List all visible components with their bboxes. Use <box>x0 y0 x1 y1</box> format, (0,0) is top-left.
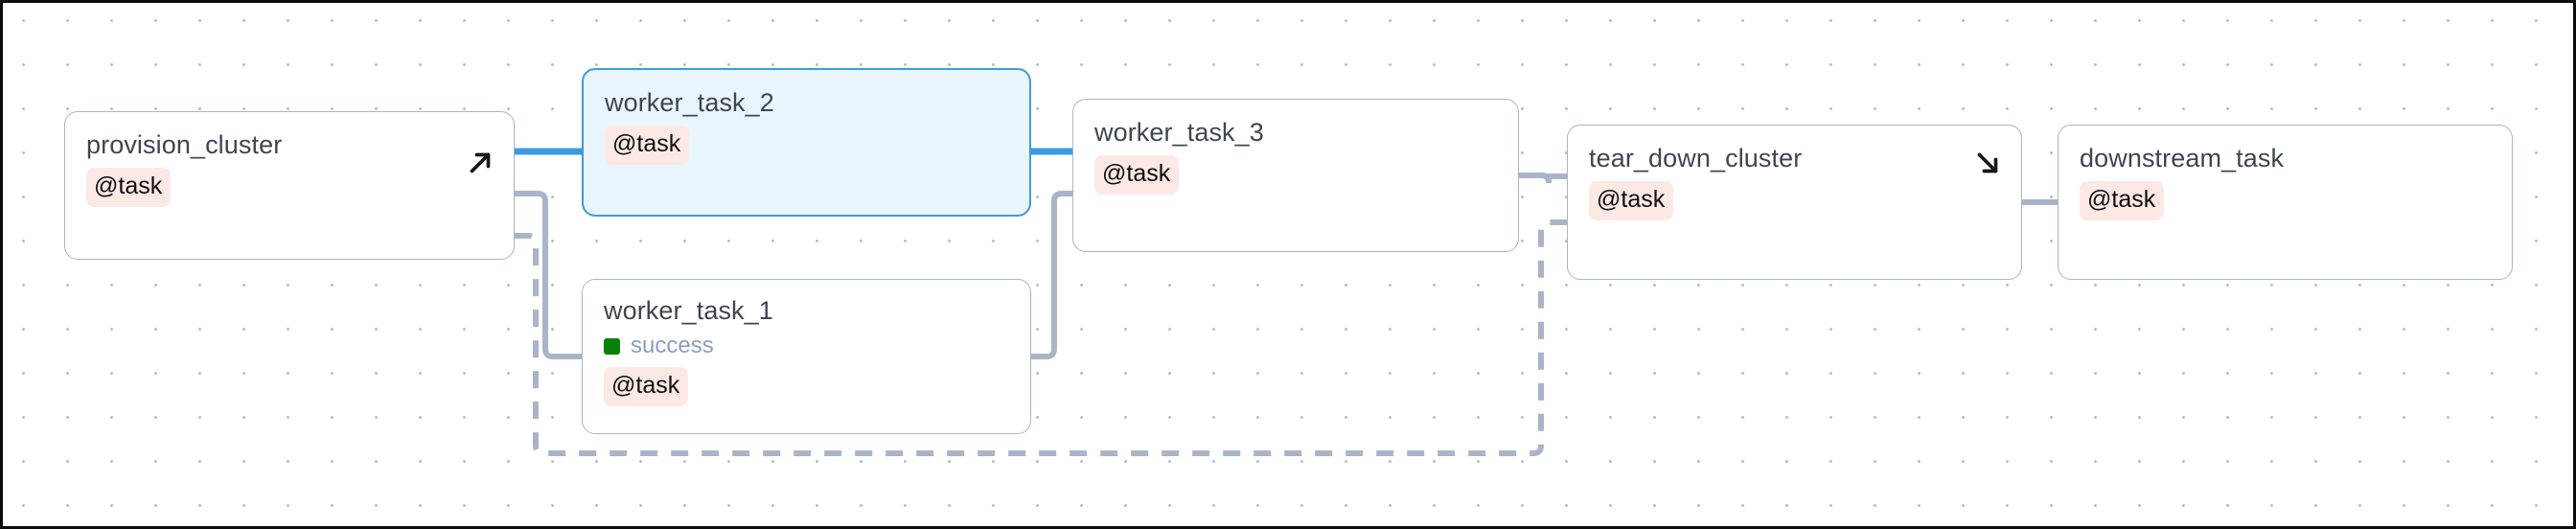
node-worker-task-1[interactable]: worker_task_1 success @task <box>582 279 1031 434</box>
task-decorator-badge: @task <box>86 168 172 208</box>
node-title: worker_task_1 <box>604 296 773 325</box>
task-decorator-badge: @task <box>1589 181 1674 221</box>
node-title: downstream_task <box>2080 144 2285 172</box>
node-worker-task-2[interactable]: worker_task_2 @task <box>582 68 1031 217</box>
node-title: worker_task_2 <box>605 88 774 117</box>
task-decorator-badge: @task <box>604 367 689 407</box>
node-title: provision_cluster <box>86 130 283 159</box>
node-title: worker_task_3 <box>1094 118 1264 147</box>
node-tear-down-cluster[interactable]: tear_down_cluster @task <box>1567 125 2022 280</box>
status-label: success <box>631 333 714 359</box>
arrow-down-right-icon[interactable] <box>1971 147 2004 179</box>
node-worker-task-3[interactable]: worker_task_3 @task <box>1072 99 1519 252</box>
arrow-up-right-icon[interactable] <box>464 147 496 179</box>
status-success-swatch-icon <box>604 337 620 355</box>
node-title: tear_down_cluster <box>1589 144 1803 172</box>
node-provision-cluster[interactable]: provision_cluster @task <box>64 111 515 260</box>
task-decorator-badge: @task <box>605 126 690 166</box>
node-status: success <box>604 334 714 357</box>
edge-worker-task-3-to-tear-down-cluster <box>1519 172 1567 184</box>
edge-worker-task-1-to-worker-task-3 <box>1031 191 1072 359</box>
task-decorator-badge: @task <box>2080 181 2165 221</box>
task-decorator-badge: @task <box>1094 155 1180 196</box>
node-downstream-task[interactable]: downstream_task @task <box>2058 125 2513 280</box>
edge-provision-cluster-to-worker-task-1 <box>515 191 582 359</box>
